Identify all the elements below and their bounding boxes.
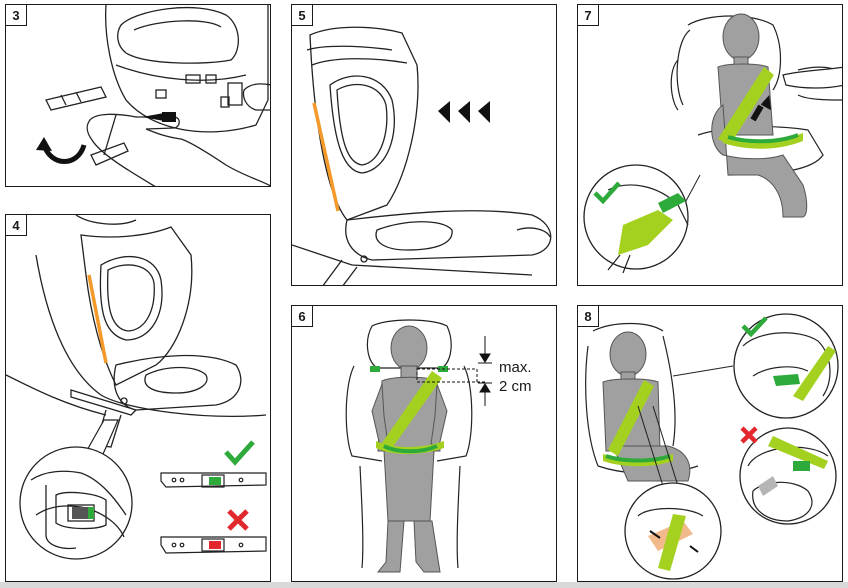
measurement-label-max: max. xyxy=(499,359,532,376)
green-indicator xyxy=(88,507,94,519)
push-arrow-icon xyxy=(142,113,164,121)
panel-3: 3 xyxy=(5,4,271,187)
isofix-extend-illustration xyxy=(36,5,270,186)
panel-5: 5 xyxy=(291,4,557,286)
step-number: 3 xyxy=(6,5,27,26)
shoulder-belt-illustration xyxy=(583,13,842,274)
step-number: 5 xyxy=(292,5,313,26)
guide-ok-zoom xyxy=(733,313,839,419)
check-icon xyxy=(593,181,621,205)
guide-bad-zoom xyxy=(739,427,837,525)
step-number: 4 xyxy=(6,215,27,236)
panel-6: 6 xyxy=(291,305,557,582)
step-number: 6 xyxy=(292,306,313,327)
belt-height-illustration xyxy=(345,319,492,573)
panel-4: 4 xyxy=(5,214,271,582)
red-status xyxy=(209,541,221,549)
rotate-arrow-icon xyxy=(36,137,87,164)
orange-guide-line xyxy=(87,274,108,364)
step-number: 7 xyxy=(578,5,599,26)
triple-arrow-left-icon xyxy=(438,101,490,123)
isofix-indicator-zoom xyxy=(19,446,133,560)
panel-7: 7 xyxy=(577,4,843,286)
shoulder-belt xyxy=(608,380,654,456)
seat-side-illustration xyxy=(6,215,267,560)
check-icon xyxy=(224,440,255,466)
belt-routing-illustration xyxy=(585,313,839,580)
lap-belt-zoom xyxy=(624,482,722,580)
seat-belt xyxy=(376,371,444,454)
orange-guide-line xyxy=(312,102,340,212)
step-number: 8 xyxy=(578,306,599,327)
bottom-scroll-strip xyxy=(0,582,848,588)
headrest-adjust-illustration xyxy=(292,26,552,285)
up-arrow-icon xyxy=(750,95,771,122)
green-status xyxy=(209,477,221,485)
cross-icon xyxy=(740,426,758,444)
belt-guide-zoom xyxy=(583,164,689,274)
guide-left xyxy=(370,366,380,372)
measurement-label-cm: 2 cm xyxy=(499,378,532,395)
child-dummy xyxy=(711,13,808,218)
cross-icon xyxy=(227,509,249,531)
check-icon xyxy=(741,316,768,338)
panel-8: 8 xyxy=(577,305,843,582)
shoulder-belt xyxy=(718,67,774,145)
